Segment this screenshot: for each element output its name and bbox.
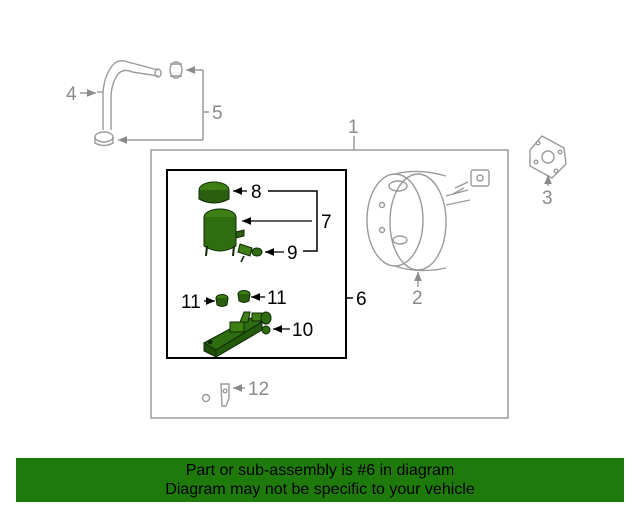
reservoir-fitting-part [237,243,263,263]
grommet-right-part [237,290,251,303]
callout-6: 6 [356,289,367,310]
sub-assembly-box [166,169,347,359]
assembly-frame [150,149,509,419]
vacuum-hose-part [97,59,162,130]
brake-booster-part [366,169,490,272]
callout-12: 12 [248,379,269,400]
callout-5: 5 [212,103,223,124]
callout-10: 10 [292,320,313,341]
callout-8: 8 [251,182,262,203]
callout-1: 1 [348,117,359,138]
banner-line-2: Diagram may not be specific to your vehi… [165,481,475,498]
bracket-part [201,383,230,407]
banner-line-1: Part or sub-assembly is #6 in diagram [185,462,455,479]
callout-4: 4 [66,84,77,105]
info-banner: Part or sub-assembly is #6 in diagram Di… [16,458,624,502]
reservoir-cap-part [198,181,230,204]
callout-11-left: 11 [181,292,201,313]
fluid-reservoir-part [203,208,245,257]
callout-11-right: 11 [267,288,287,309]
callout-2: 2 [412,288,423,309]
callout-9: 9 [287,243,298,264]
gasket-plate-part [529,135,567,179]
parts-diagram: 1 2 3 4 5 6 7 8 9 10 11 11 12 [66,59,567,419]
callout-7: 7 [321,212,332,233]
master-cylinder-part [202,311,272,358]
bracket-5 [202,70,209,140]
hose-clamp-upper [169,61,183,79]
callout-3: 3 [542,188,553,209]
hose-clamp-lower [94,131,114,147]
grommet-left-part [215,294,229,307]
